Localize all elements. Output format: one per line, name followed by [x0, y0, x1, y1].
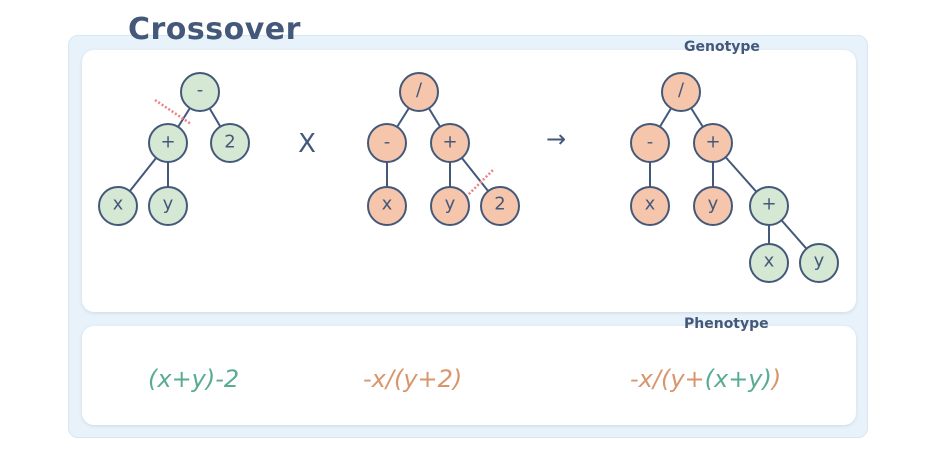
tree-node: x	[749, 243, 789, 283]
svg-text:-: -	[647, 132, 654, 153]
tree-node: x	[98, 186, 138, 226]
genotype-label: Genotype	[684, 39, 760, 55]
tree-node: y	[148, 186, 188, 226]
svg-text:y: y	[445, 194, 456, 215]
tree-node: y	[430, 186, 470, 226]
svg-text:x: x	[645, 194, 656, 215]
tree-node: x	[367, 186, 407, 226]
svg-text:x: x	[113, 194, 124, 215]
tree-node: x	[630, 186, 670, 226]
parent2-expression: -x/(y+2)	[363, 365, 463, 393]
svg-text:/: /	[678, 80, 685, 101]
tree-node: y	[693, 186, 733, 226]
cut-point-parent1	[154, 98, 192, 126]
tree-node: y	[799, 243, 839, 283]
svg-text:y: y	[163, 194, 174, 215]
tree-node: -	[180, 72, 220, 112]
svg-text:2: 2	[494, 194, 505, 215]
tree-node: -	[367, 123, 407, 163]
offspring-expression-part: (x+y)	[704, 365, 772, 393]
offspring-expression-part: -x/(y+	[630, 365, 705, 393]
offspring-edges	[649, 91, 820, 264]
svg-text:+: +	[705, 132, 720, 153]
tree-node: +	[430, 123, 470, 163]
svg-text:/: /	[416, 80, 423, 101]
tree-node: +	[148, 123, 188, 163]
crossover-operator: X	[298, 129, 316, 159]
svg-text:+: +	[160, 132, 175, 153]
page-title: Crossover	[128, 12, 301, 47]
tree-node: 2	[480, 186, 520, 226]
tree-node: /	[661, 72, 701, 112]
tree-node: +	[693, 123, 733, 163]
svg-text:-: -	[384, 132, 391, 153]
svg-text:2: 2	[224, 132, 235, 153]
phenotype-card	[82, 326, 856, 425]
svg-text:y: y	[708, 194, 719, 215]
svg-text:-: -	[197, 80, 204, 101]
tree-node: 2	[210, 123, 250, 163]
phenotype-label: Phenotype	[684, 316, 769, 332]
arrow-icon: →	[546, 125, 566, 153]
parent1-expression: (x+y)-2	[148, 365, 240, 393]
offspring-expression-part: )	[771, 365, 782, 393]
svg-text:x: x	[764, 251, 775, 272]
svg-text:y: y	[814, 251, 825, 272]
svg-text:x: x	[382, 194, 393, 215]
svg-text:+: +	[442, 132, 457, 153]
svg-text:+: +	[761, 194, 776, 215]
offspring-expression: -x/(y+(x+y))	[630, 365, 781, 393]
tree-node: +	[749, 186, 789, 226]
tree-node: /	[399, 72, 439, 112]
tree-node: -	[630, 123, 670, 163]
